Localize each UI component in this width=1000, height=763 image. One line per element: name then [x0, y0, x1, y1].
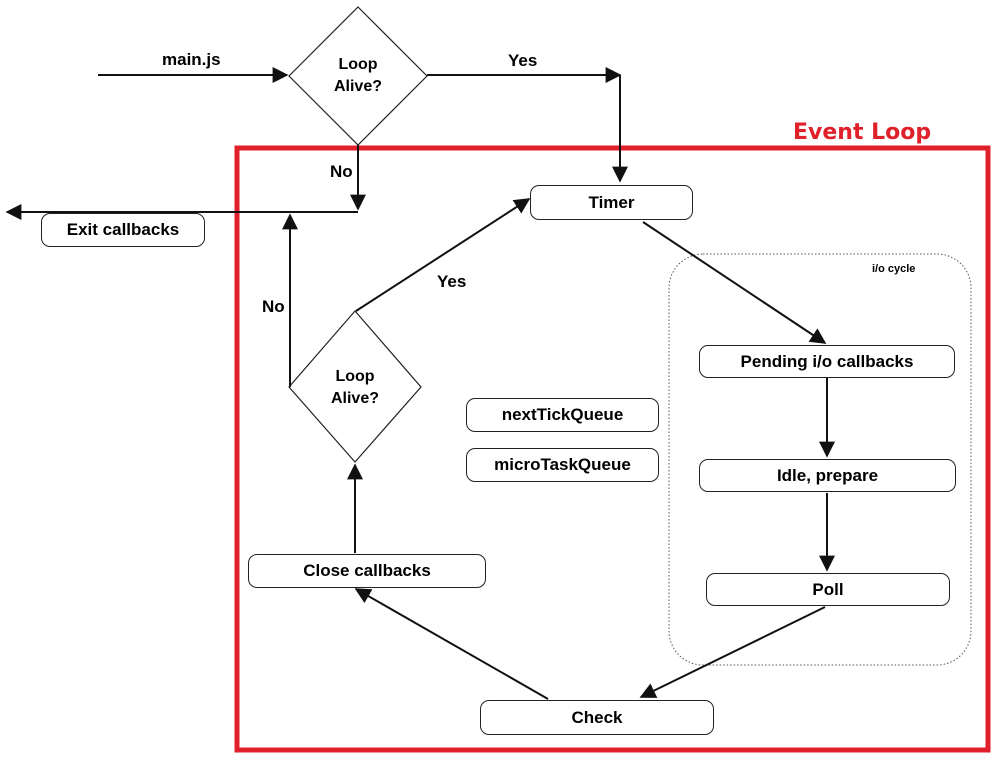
next-tick-queue-box: nextTickQueue: [466, 398, 659, 432]
exit-callbacks-box: Exit callbacks: [41, 213, 205, 247]
event-loop-frame: [234, 145, 991, 753]
micro-task-queue-box: microTaskQueue: [466, 448, 659, 482]
top-no-label: No: [330, 162, 353, 181]
inner-decision-diamond: [288, 310, 422, 463]
timer-box: Timer: [530, 185, 693, 220]
inner-decision-line-1: Loop: [335, 368, 375, 385]
arrow-poll-to-check: [639, 606, 826, 698]
arrow-check-to-close: [354, 588, 549, 700]
check-box: Check: [480, 700, 714, 735]
arrow-timer-to-pending: [642, 221, 827, 344]
top-yes-label: Yes: [508, 51, 538, 70]
top-decision-label: Loop Alive?: [318, 54, 398, 98]
pending-io-callbacks-box: Pending i/o callbacks: [699, 345, 955, 378]
inner-yes-label: Yes: [437, 272, 467, 291]
inner-no-label: No: [262, 297, 285, 316]
poll-box: Poll: [706, 573, 950, 606]
main-js-label: main.js: [162, 50, 221, 69]
io-cycle-region: [668, 253, 972, 666]
arrow-inner-yes-to-timer: [355, 198, 531, 312]
top-decision-line-2: Alive?: [333, 78, 382, 95]
event-loop-title: Event Loop: [793, 120, 932, 145]
close-callbacks-box: Close callbacks: [248, 554, 486, 588]
idle-prepare-box: Idle, prepare: [699, 459, 956, 492]
io-cycle-label: i/o cycle: [872, 263, 916, 275]
top-decision-line-1: Loop: [338, 56, 378, 73]
inner-decision-line-2: Alive?: [330, 390, 379, 407]
inner-decision-label: Loop Alive?: [315, 366, 395, 410]
